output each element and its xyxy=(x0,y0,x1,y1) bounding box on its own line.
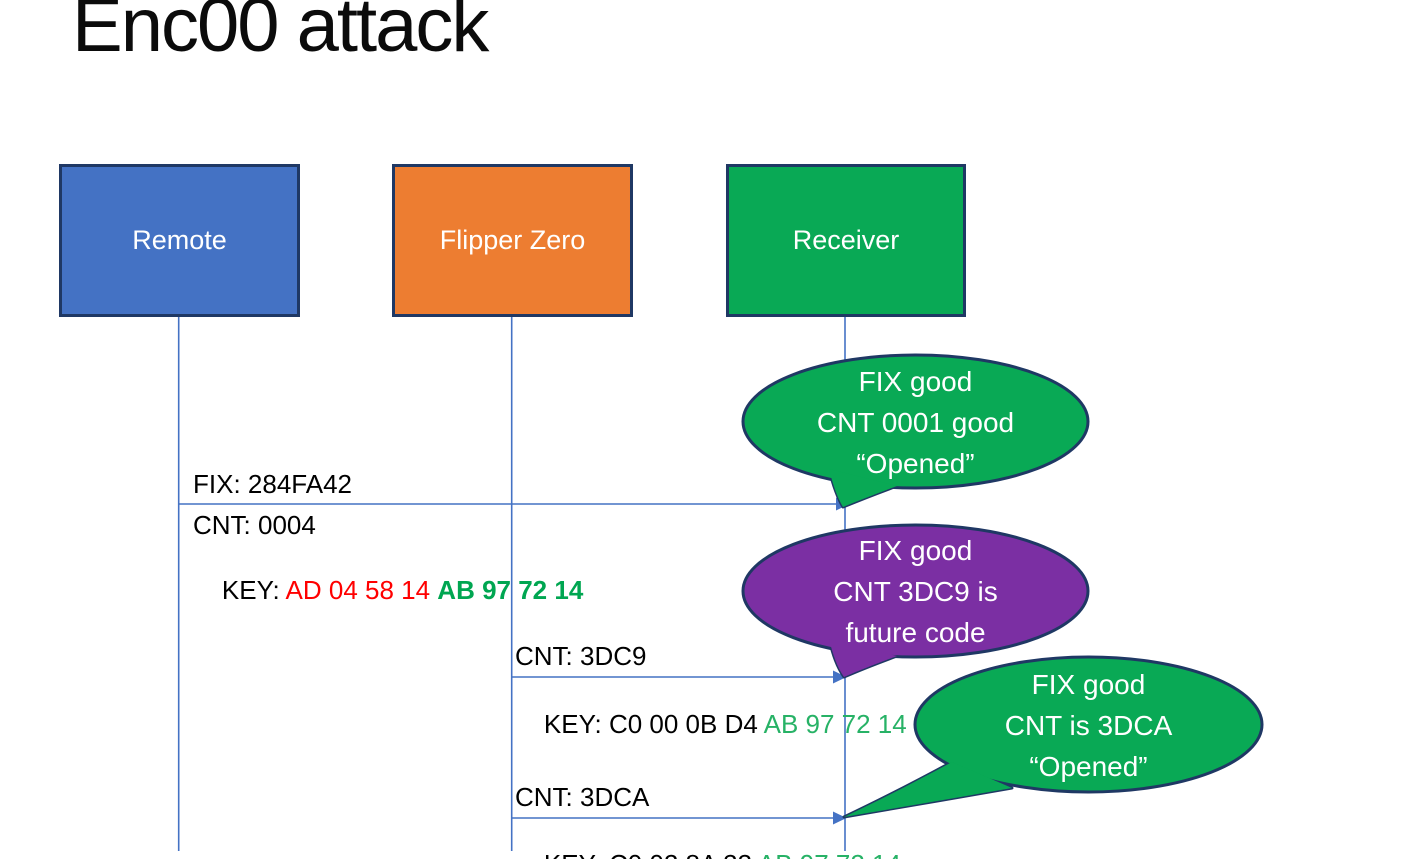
callout-line: “Opened” xyxy=(1029,750,1148,782)
key-prefix: KEY: xyxy=(221,575,286,605)
message-2-cnt-line: CNT: 3DC9 xyxy=(515,641,647,671)
message-1-fix-line: FIX: 284FA42 xyxy=(193,469,352,499)
arrowhead-icon xyxy=(833,670,847,684)
actor-label-remote: Remote xyxy=(132,225,227,255)
callout-line: “Opened” xyxy=(856,447,975,479)
key-red-segment: AD 04 58 14 xyxy=(285,575,438,605)
actor-box-remote: Remote xyxy=(59,164,300,317)
key-prefix: KEY: C0 00 0B D4 xyxy=(543,709,764,739)
callout-line: CNT is 3DCA xyxy=(1004,709,1173,741)
callout-1-text: FIX good CNT 0001 good “Opened” xyxy=(743,356,1088,488)
message-1-cnt-line: CNT: 0004 xyxy=(193,510,316,540)
key-green-segment: AB 97 72 14 xyxy=(437,575,584,605)
actor-label-flipper-zero: Flipper Zero xyxy=(439,225,586,255)
callout-3-text: FIX good CNT is 3DCA “Opened” xyxy=(915,658,1262,792)
actor-box-flipper-zero: Flipper Zero xyxy=(392,164,633,317)
actor-label-receiver: Receiver xyxy=(792,225,900,255)
callout-line: future code xyxy=(845,616,986,648)
key-green-segment: AB 97 72 14 xyxy=(758,849,901,859)
key-prefix: KEY: C0 02 8A 33 xyxy=(544,849,758,859)
callout-line: FIX good xyxy=(1031,668,1146,700)
message-arrow-3 xyxy=(512,811,847,825)
arrowhead-icon xyxy=(836,497,850,511)
message-2-key-line: KEY: C0 00 0B D4 AB 97 72 14 xyxy=(515,684,907,765)
callout-line: CNT 0001 good xyxy=(816,406,1015,438)
message-3-cnt-line: CNT: 3DCA xyxy=(515,782,650,812)
actor-box-receiver: Receiver xyxy=(726,164,966,317)
callout-2-text: FIX good CNT 3DC9 is future code xyxy=(743,525,1088,657)
callout-line: CNT 3DC9 is xyxy=(833,575,998,607)
callout-line: FIX good xyxy=(858,365,973,397)
message-3-key-line: KEY: C0 02 8A 33 AB 97 72 14 xyxy=(515,824,901,859)
message-arrow-1 xyxy=(179,497,850,511)
page-title: Enc00 attack xyxy=(72,0,489,68)
message-1-key-line: KEY: AD 04 58 14 AB 97 72 14 xyxy=(193,550,583,631)
message-arrow-2 xyxy=(512,670,847,684)
arrowhead-icon xyxy=(833,811,847,825)
key-green-segment: AB 97 72 14 xyxy=(763,709,907,739)
callout-line: FIX good xyxy=(858,534,973,566)
